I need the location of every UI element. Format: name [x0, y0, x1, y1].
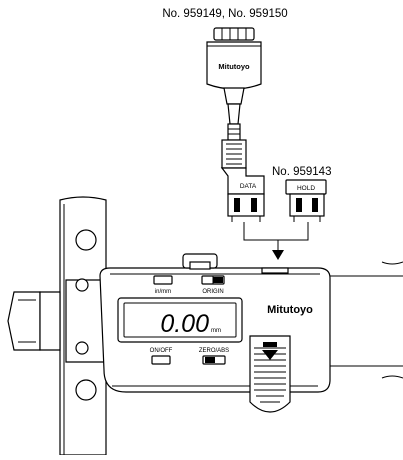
unit-button-label: in/mm [155, 289, 171, 295]
display-reading: 0.00 [160, 310, 209, 338]
cable-part-numbers-label: No. 959149, No. 959150 [162, 8, 287, 20]
unit-button[interactable] [153, 275, 173, 285]
power-button[interactable] [151, 355, 171, 365]
power-button-label: ON/OFF [150, 348, 173, 354]
connector-brand-logo: Mitutoyo [218, 62, 250, 71]
connection-arrow [243, 222, 309, 260]
caliper-brand-logo: Mitutoyo [267, 304, 313, 316]
thumb-roller[interactable] [249, 335, 291, 413]
data-output-connector [220, 139, 265, 222]
cable-connector-plug [206, 27, 262, 90]
lcd-display [117, 297, 243, 343]
zero-abs-button[interactable] [202, 355, 226, 365]
data-switch-part-number-label: No. 959143 [272, 166, 331, 178]
zero-abs-button-label: ZERO/ABS [199, 348, 229, 354]
data-cable [223, 87, 245, 141]
origin-button-label: ORIGIN [202, 289, 223, 295]
base-hole-bottom [75, 379, 97, 401]
hold-switch-connector [285, 179, 327, 222]
display-unit: mm [211, 328, 221, 334]
base-hole-top [75, 229, 97, 251]
origin-button[interactable] [201, 275, 225, 285]
hold-key-label: HOLD [297, 185, 315, 192]
data-key-label: DATA [240, 183, 257, 190]
